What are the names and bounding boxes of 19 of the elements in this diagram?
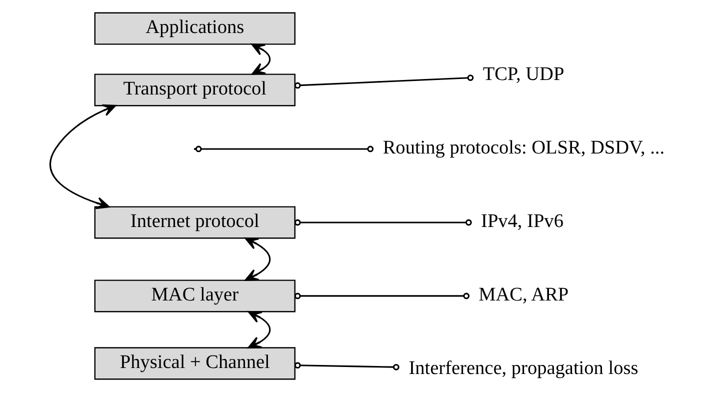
arrow (248, 310, 271, 349)
connector (201, 148, 368, 150)
connector (294, 362, 400, 370)
arrow (244, 237, 271, 281)
connector (294, 74, 474, 89)
node-text: Interference, propagation loss (408, 358, 638, 380)
node-box: Transport protocol (94, 74, 296, 106)
arrow (251, 43, 271, 75)
connector (294, 292, 470, 300)
connector (294, 219, 472, 226)
node-text: IPv4, IPv6 (481, 211, 564, 232)
arrow (50, 104, 116, 210)
node-text: MAC, ARP (478, 284, 569, 306)
node-box: Applications (94, 12, 296, 45)
node-box: MAC layer (94, 280, 296, 312)
node-box: Physical + Channel (94, 347, 296, 380)
node-text: TCP, UDP (482, 64, 564, 86)
node-text: Routing protocols: OLSR, DSDV, ... (382, 138, 665, 159)
node-box: Internet protocol (94, 206, 296, 239)
